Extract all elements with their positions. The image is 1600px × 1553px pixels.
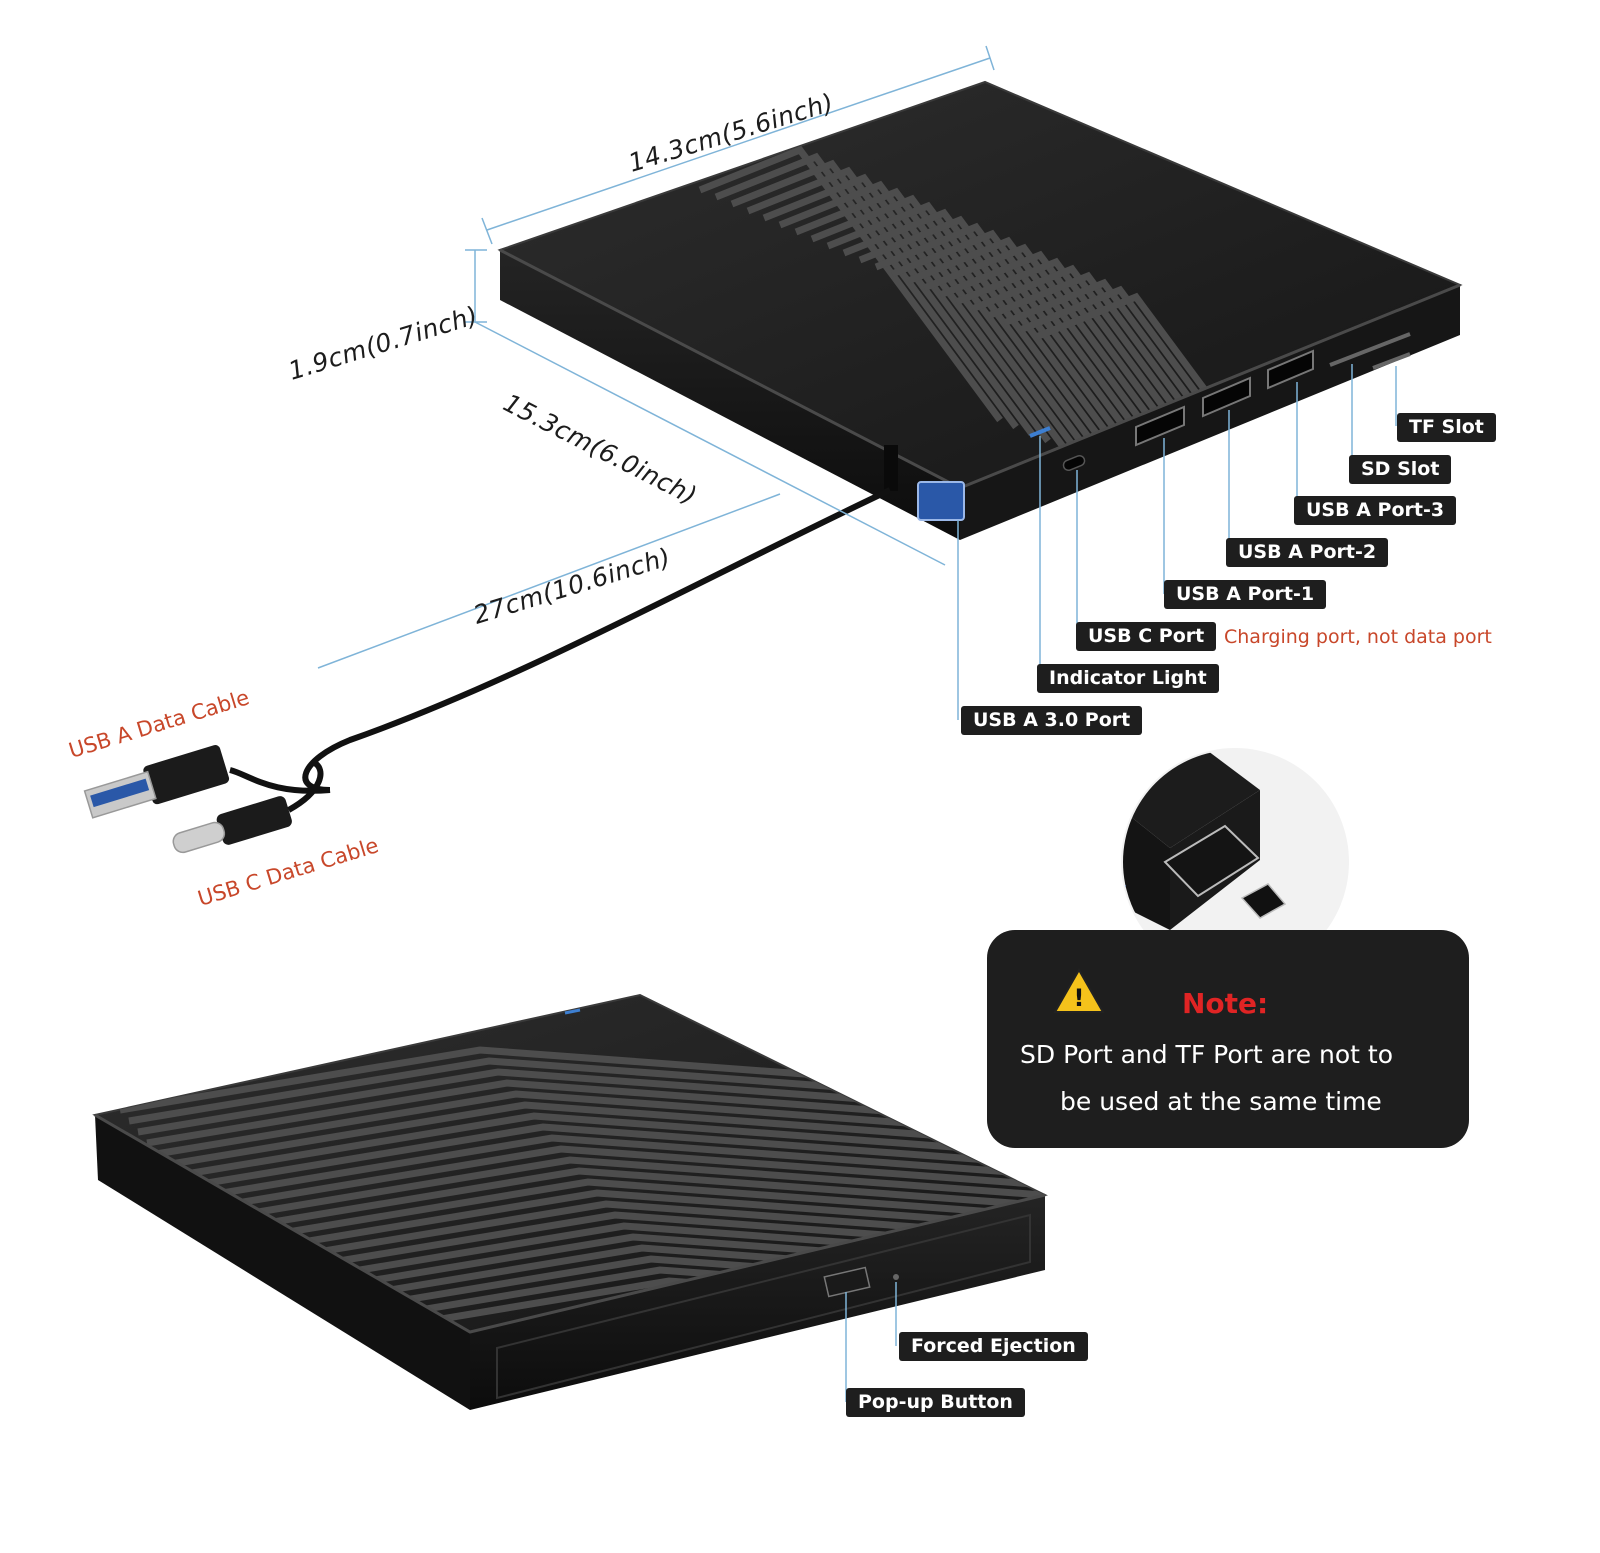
forced-ejection-hole: [893, 1274, 899, 1280]
usb-a-30-port-shape: [917, 481, 965, 521]
usb-a-port-1-shape: [1135, 405, 1185, 447]
chevron-ridge: [218, 1167, 1045, 1235]
leader-lines: [957, 364, 1397, 720]
tf-slot-shape: [1372, 352, 1411, 370]
bottom-device: [92, 993, 1048, 1410]
chevron-ridge: [810, 194, 1115, 472]
usb-c-port-label: USB C Port: [1076, 622, 1217, 651]
chevron-ridge: [794, 187, 1099, 465]
usb-a-port-1-label: USB A Port-1: [1164, 580, 1327, 609]
width-tick-right: [985, 45, 995, 71]
chevron-ridge: [746, 166, 1051, 444]
chevron-ridge: [209, 1156, 1045, 1224]
tf-card: [1240, 883, 1287, 919]
warning-icon: [1053, 967, 1105, 1013]
top-device-left-side: [500, 250, 960, 540]
usb-a-port-3-label: USB A Port-3: [1294, 496, 1457, 525]
bottom-indicator-light: [564, 1008, 581, 1015]
usb-c-plug: [172, 759, 324, 854]
usb-a-plug: [83, 745, 230, 819]
note-line-1: SD Port and TF Port are not to: [1020, 1040, 1394, 1069]
sd-slot-shape: [1329, 332, 1411, 367]
cable-dimension-line: [317, 493, 781, 669]
note-box: !: [987, 930, 1469, 1148]
zoom-circle: [1121, 748, 1349, 976]
forced-ejection-label: Forced Ejection: [899, 1332, 1088, 1361]
chevron-ridge: [714, 152, 1019, 430]
note-title: Note:: [1182, 987, 1269, 1020]
indicator-light-label: Indicator Light: [1037, 664, 1219, 693]
chevron-ridge: [858, 215, 1163, 488]
chevron-ridge: [698, 145, 1003, 423]
bottom-device-edge: [94, 1113, 1046, 1334]
usb-a-port-2-shape: [1202, 376, 1251, 418]
chevron-ridge: [191, 1134, 1045, 1202]
note-line-2: be used at the same time: [1060, 1087, 1382, 1116]
chevron-ridge: [155, 1090, 1045, 1158]
chevron-ridge: [890, 229, 1195, 488]
usb-c-port-shape: [1062, 455, 1086, 471]
usb-c-port-note: Charging port, not data port: [1224, 626, 1492, 648]
chevron-ridge: [778, 180, 1083, 458]
tf-slot-label: TF Slot: [1397, 413, 1496, 442]
dimension-lines: [317, 45, 995, 669]
sd-card: [1163, 824, 1260, 898]
disc-tray: [496, 1213, 1031, 1400]
bottom-device-front: [470, 1195, 1045, 1410]
data-cable: [83, 487, 892, 854]
chevron-ridge: [826, 201, 1131, 479]
chevron-ridge: [146, 1079, 1045, 1147]
usb-a-port-3-shape: [1267, 349, 1314, 390]
width-tick-left: [481, 217, 493, 245]
chevron-ridge: [842, 208, 1147, 486]
popup-button-label: Pop-up Button: [846, 1388, 1025, 1417]
usb-a-port-2-label: USB A Port-2: [1226, 538, 1389, 567]
width-dimension-line: [486, 57, 991, 231]
depth-dimension-line: [474, 321, 946, 566]
popup-button-shape: [823, 1266, 871, 1298]
chevron-ridge: [164, 1101, 1045, 1169]
bottom-device-left-side: [95, 1115, 470, 1410]
usb-a-30-port-label: USB A 3.0 Port: [961, 706, 1143, 735]
cable-exit: [884, 445, 898, 491]
sd-slot-label: SD Slot: [1349, 455, 1452, 484]
chevron-ridge: [200, 1145, 1045, 1213]
indicator-light-shape: [1029, 426, 1051, 438]
chevron-ridge: [173, 1112, 1045, 1180]
chevron-ridge: [730, 159, 1035, 437]
chevron-ridge: [762, 173, 1067, 451]
chevron-ridge: [227, 1178, 1045, 1246]
chevron-ridge: [182, 1123, 1045, 1191]
chevron-ridge: [874, 222, 1179, 488]
svg-text:!: !: [1074, 984, 1085, 1012]
cable-line: [302, 487, 892, 793]
